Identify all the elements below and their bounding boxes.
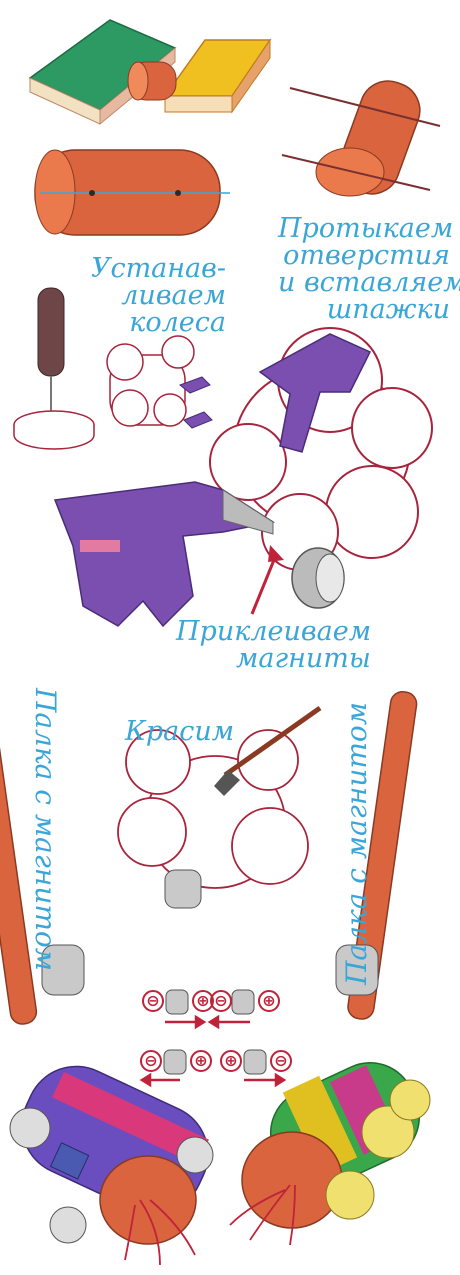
caption-stick-left: Палка с магнитом [29, 688, 62, 971]
caption-pierce-line: отверстия [278, 242, 450, 269]
caption-stick-right: Палка с магнитом [340, 702, 373, 985]
book-icon [165, 40, 270, 112]
caption-paint: Красим [125, 718, 234, 745]
arrow-icon [252, 545, 284, 614]
pole-plus: ⊕ [220, 1050, 242, 1072]
wooden-roll-icon [128, 62, 176, 100]
magnet-icon [165, 870, 201, 908]
caption-wheels-line: колеса [86, 309, 226, 336]
pole-minus: ⊖ [140, 1050, 162, 1072]
caption-wheels-line: Устанав- [86, 255, 226, 282]
caption-magnets-line: Приклеиваем [176, 618, 456, 645]
magnet-icon [292, 548, 344, 608]
glue-gun-icon [55, 482, 273, 626]
car-final-left [6, 1050, 225, 1244]
caption-wheels-line: ливаем [86, 282, 226, 309]
caption-wheels: Устанав- ливаем колеса [86, 255, 226, 336]
bottle-cap-wheel-icon [14, 411, 94, 449]
pole-minus: ⊖ [142, 990, 164, 1012]
car-body-paint [118, 730, 308, 888]
caption-magnets-line: магниты [176, 645, 456, 672]
pole-plus: ⊕ [190, 1050, 212, 1072]
pole-plus: ⊕ [258, 990, 280, 1012]
pole-minus: ⊖ [270, 1050, 292, 1072]
caption-magnets: Приклеиваем магниты [176, 618, 456, 672]
caption-pierce-line: шпажки [278, 296, 450, 323]
car-body-small [107, 336, 194, 426]
caption-pierce-line: Протыкаем [278, 215, 450, 242]
caption-pierce: Протыкаем отверстия и вставляем шпажки [278, 215, 450, 323]
wooden-roll-icon [316, 73, 428, 202]
caption-pierce-line: и вставляем [278, 269, 450, 296]
wooden-roll-icon [35, 150, 230, 235]
car-final-right [242, 1048, 434, 1228]
pole-minus: ⊖ [210, 990, 232, 1012]
